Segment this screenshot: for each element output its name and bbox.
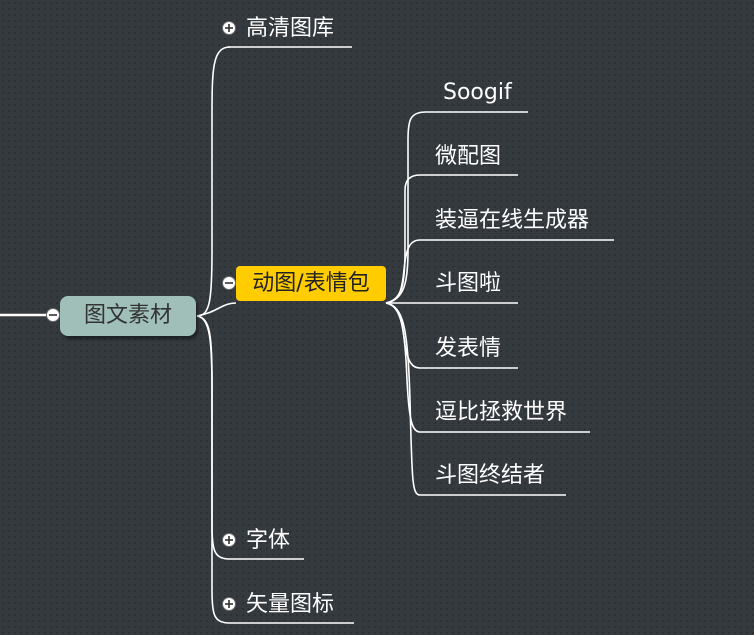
sub-node-doutula[interactable]: 斗图啦 [435,271,502,296]
branch-ziti[interactable]: 字体 [246,528,291,553]
branch-shiliang-tubiao[interactable]: 矢量图标 [246,592,335,617]
sub-node-fabiaoqing[interactable]: 发表情 [435,336,502,361]
branch-underlines [228,46,354,624]
branch-gaoqing-tuku[interactable]: 高清图库 [246,16,335,41]
sub-node-soogif[interactable]: Soogif [443,80,512,105]
sub-node-doutu-zhongjiezhe[interactable]: 斗图终结者 [435,463,546,488]
root-node[interactable]: 图文素材 [60,296,196,336]
root-connectors [196,46,237,624]
expand-toggle-gaoqing[interactable] [222,21,236,35]
sub-connectors [385,111,427,496]
sub-node-weipeitu[interactable]: 微配图 [435,144,502,169]
toggle-root[interactable] [46,308,60,322]
sub-node-doubi[interactable]: 逗比拯救世界 [435,400,568,425]
branch-dongtu-biaoqingbao[interactable]: 动图/表情包 [236,266,386,301]
expand-toggle-shiliang[interactable] [222,597,236,611]
collapse-toggle-dongtu[interactable] [222,276,236,290]
sub-node-zhuangbi[interactable]: 装逼在线生成器 [435,208,590,233]
sub-underlines [420,111,614,496]
expand-toggle-ziti[interactable] [222,533,236,547]
